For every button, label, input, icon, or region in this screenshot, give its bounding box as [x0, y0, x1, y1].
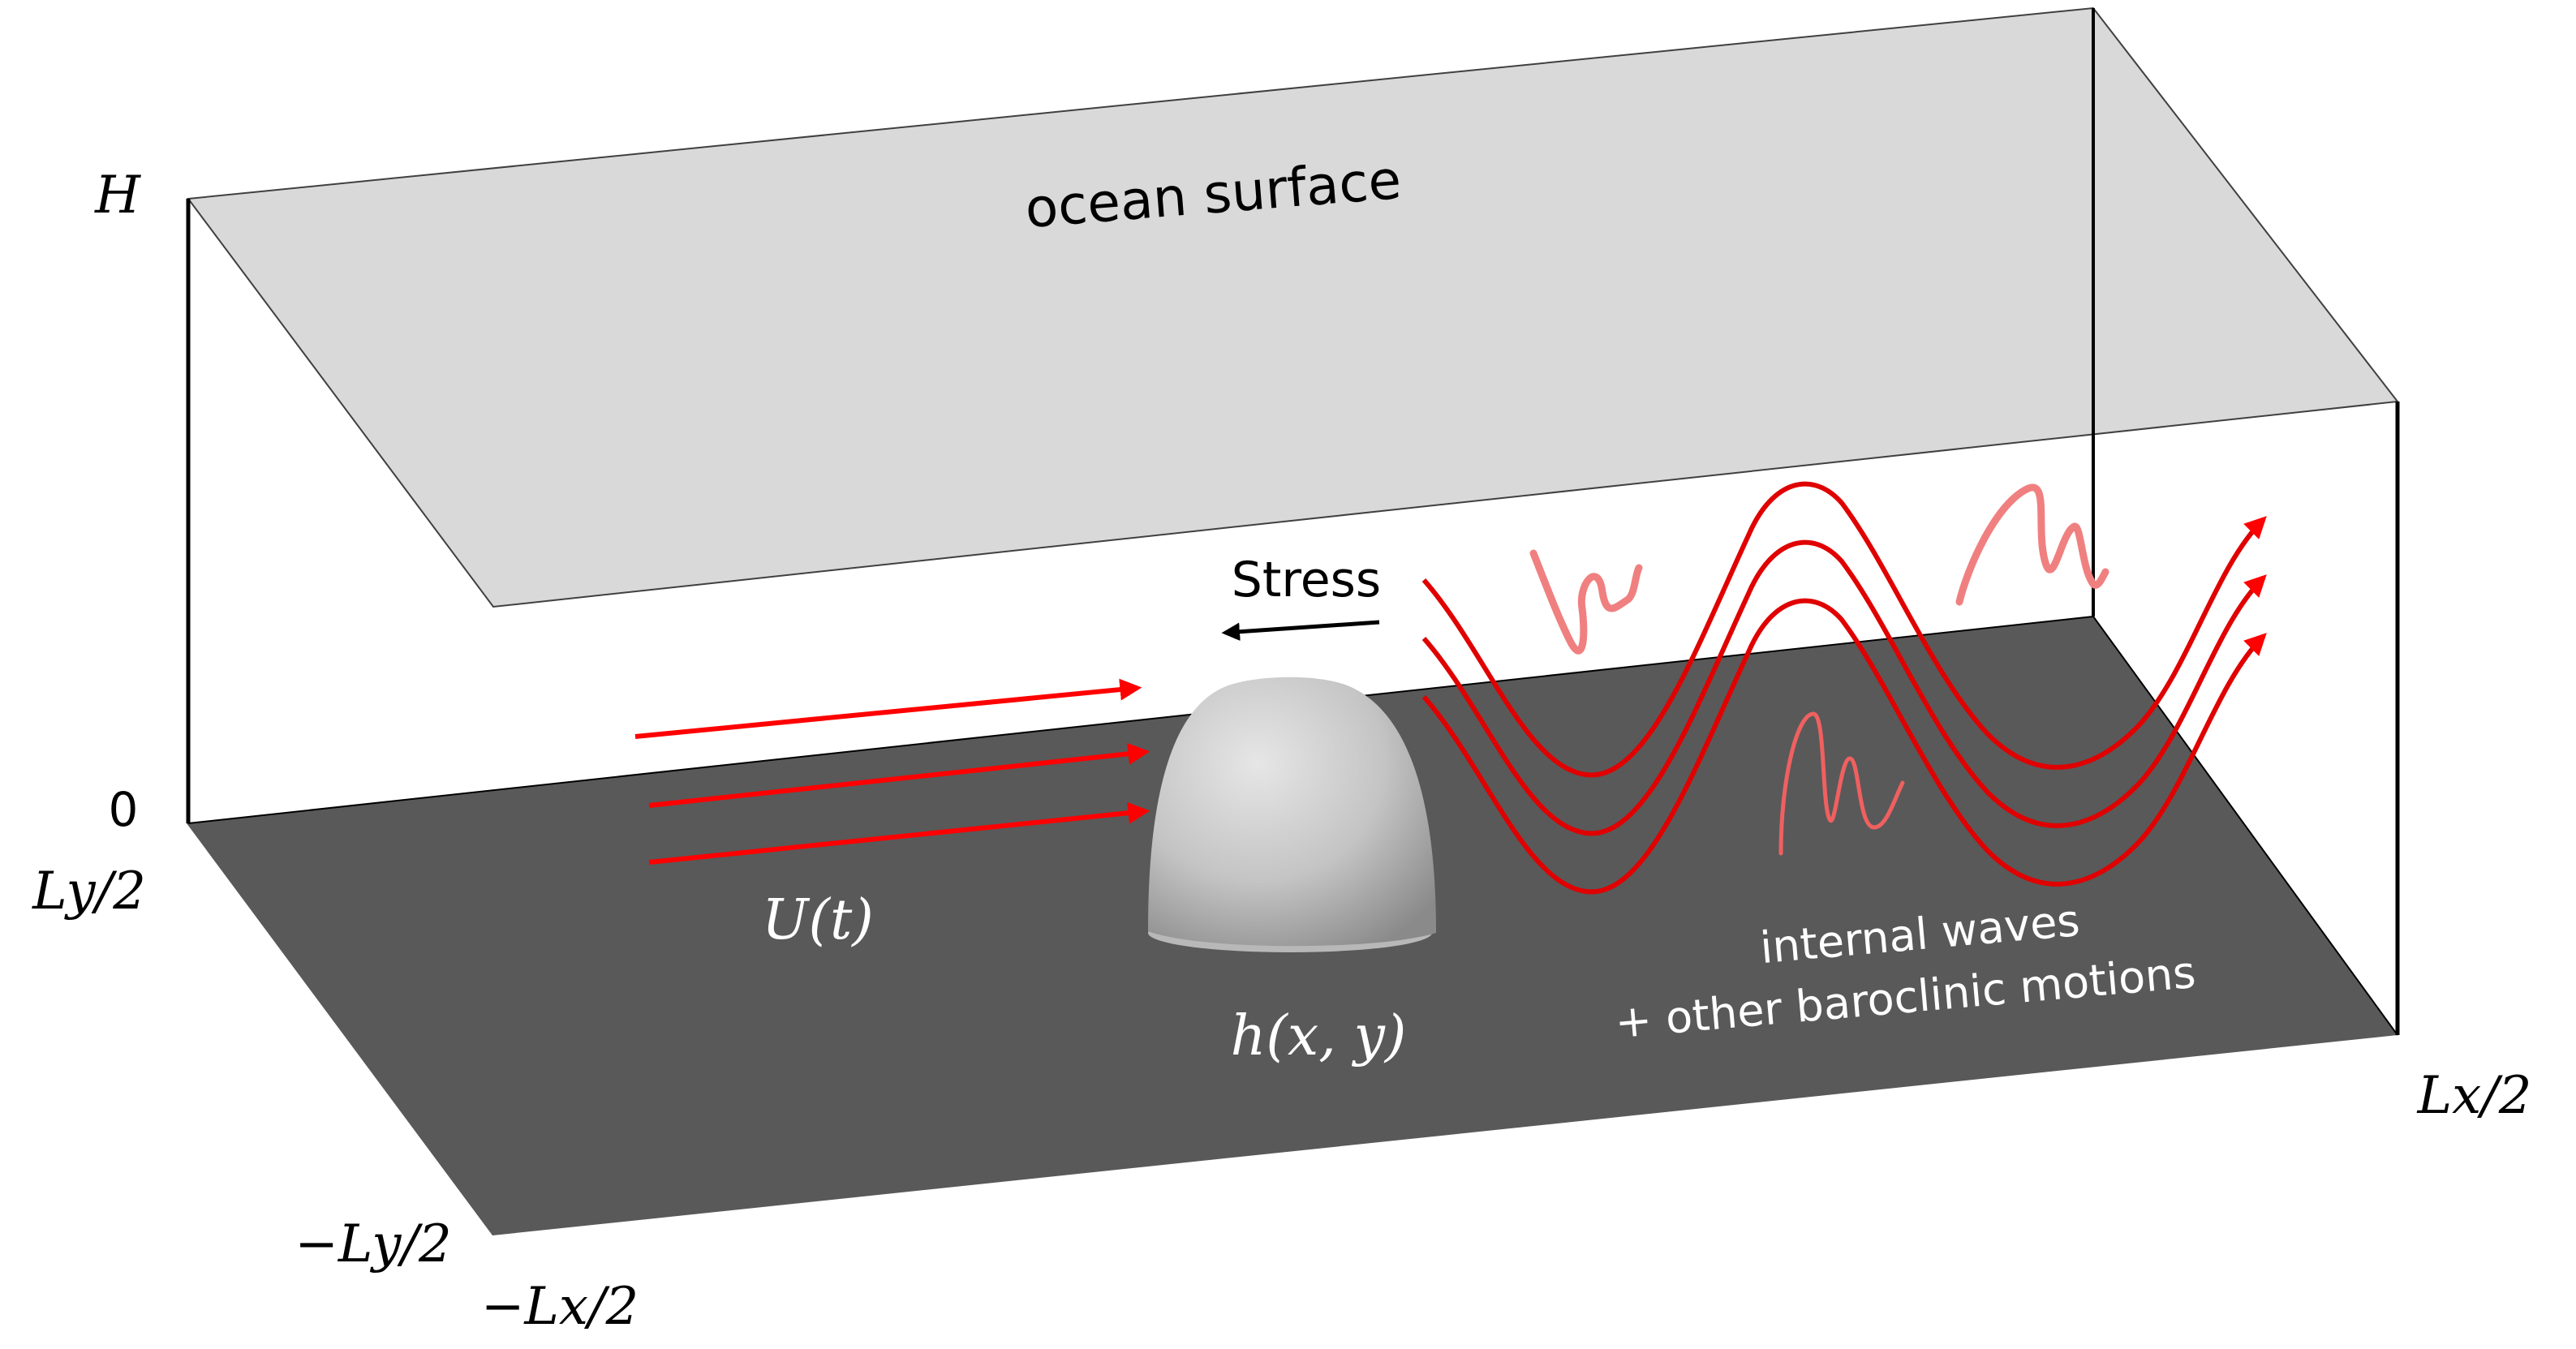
axis-label-y-max: Ly/2: [32, 861, 146, 922]
wave-line-bottom: [1421, 598, 2267, 895]
wiggle-right: [1955, 483, 2109, 606]
flow-arrows: [634, 678, 1150, 865]
baroclinic-wiggles: [1529, 483, 2109, 856]
internal-wave-lines: [1421, 481, 2267, 895]
axis-label-z-bottom: 0: [109, 782, 139, 837]
topography-label: h(x, y): [1231, 1004, 1407, 1068]
wave-line-middle: [1421, 539, 2267, 836]
ocean-surface-plane: [187, 6, 2399, 608]
stress-arrow: [1221, 620, 1380, 641]
stress-label: Stress: [1232, 552, 1381, 608]
wave-line-top: [1421, 481, 2267, 778]
flow-arrow-middle: [648, 742, 1150, 808]
wiggle-bottom: [1778, 711, 1905, 856]
topography-bump: [1148, 677, 1436, 952]
wiggle-left: [1529, 549, 1643, 655]
axis-label-y-min: −Ly/2: [295, 1214, 451, 1274]
axis-label-z-top: H: [94, 165, 141, 226]
axis-label-x-min: −Lx/2: [481, 1277, 639, 1337]
flow-arrow-bottom: [648, 801, 1150, 865]
domain-box-edges: [186, 8, 2400, 1036]
flow-label: U(t): [762, 888, 874, 952]
flow-arrow-top: [634, 678, 1142, 739]
axis-label-x-max: Lx/2: [2417, 1066, 2532, 1126]
